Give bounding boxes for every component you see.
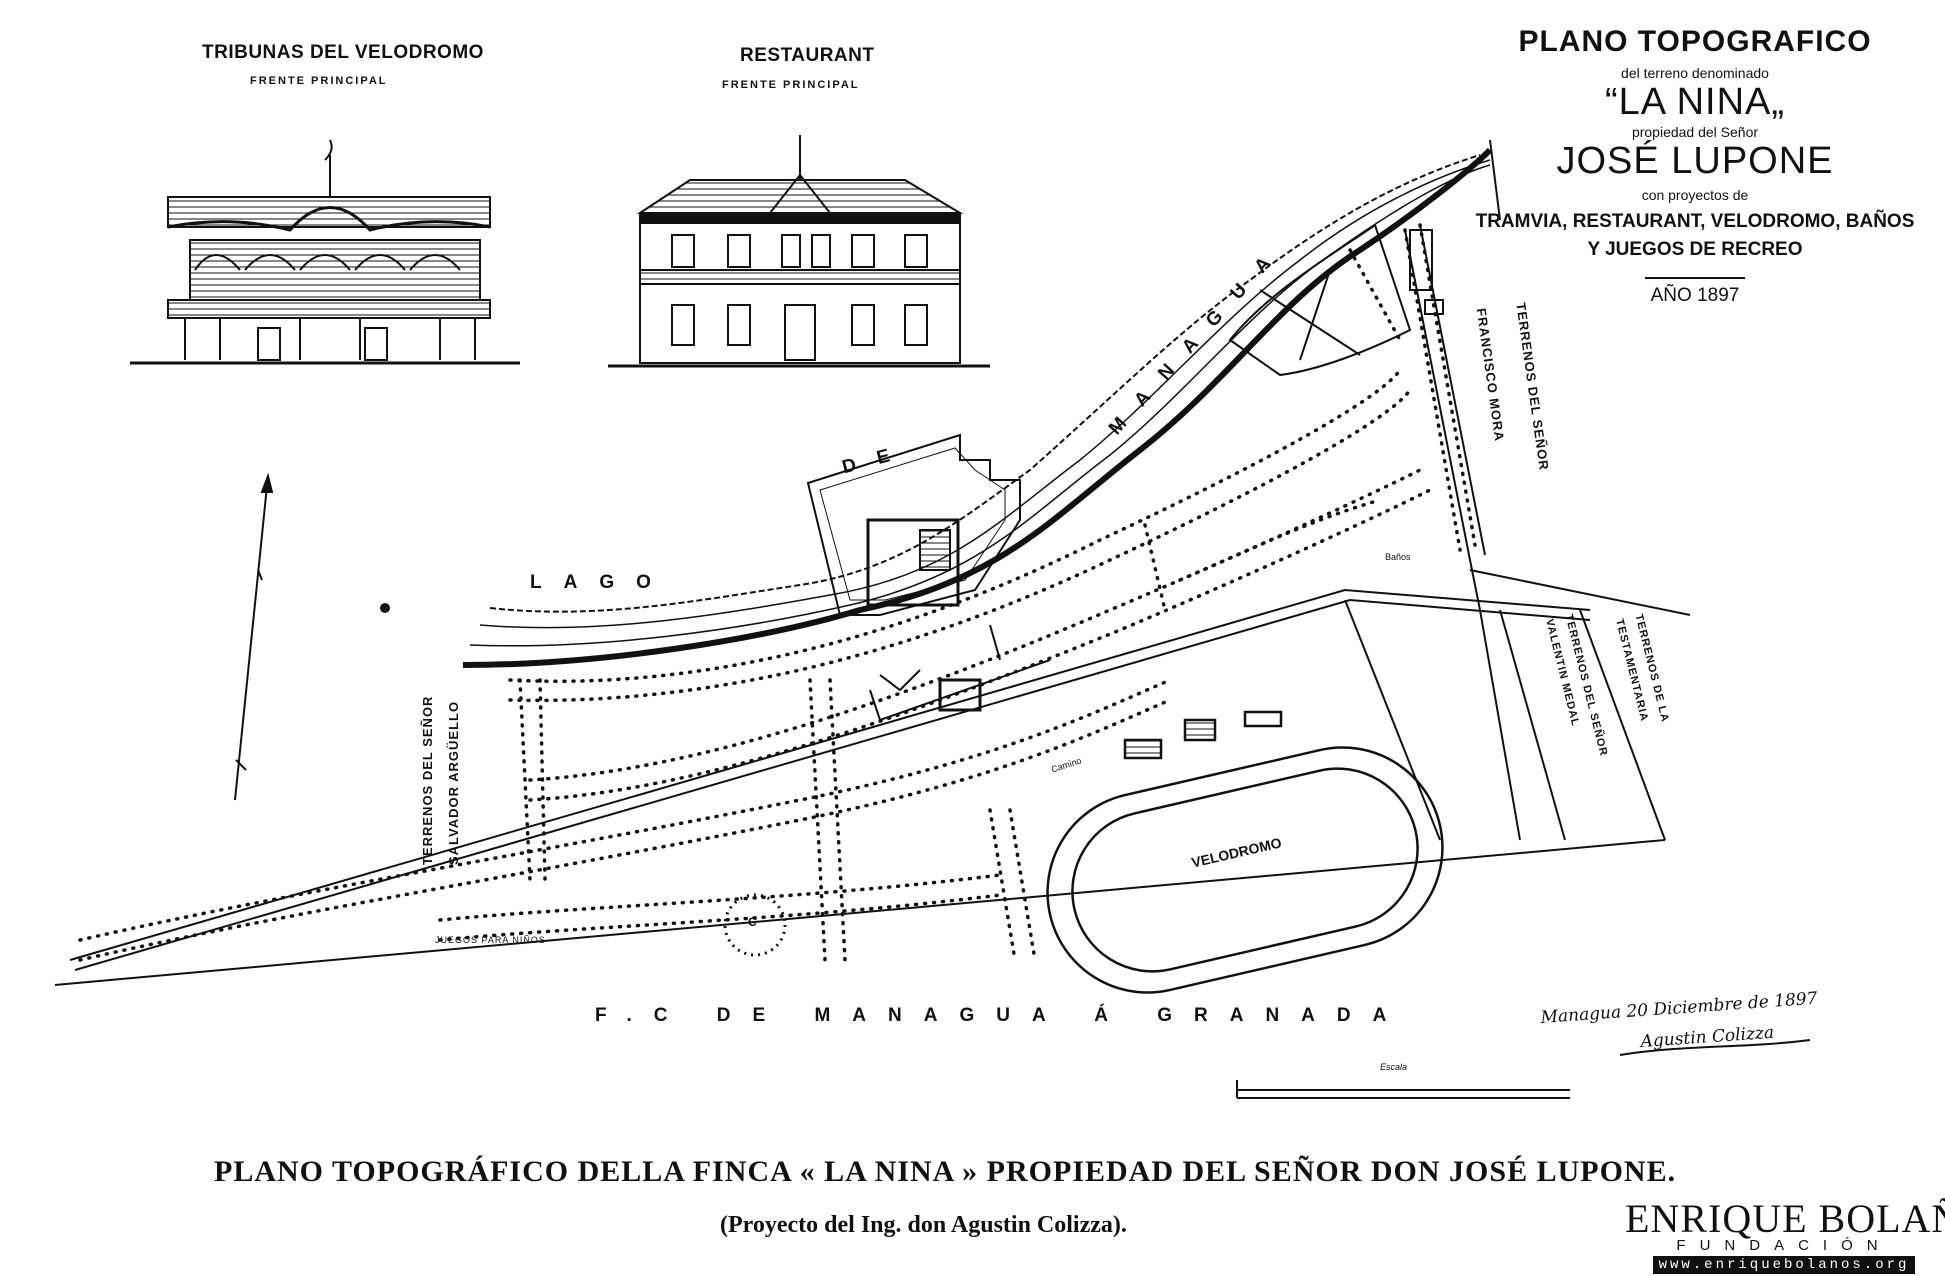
label-juegos: JUEGOS PARA NIÑOS: [435, 935, 546, 945]
caption-main: PLANO TOPOGRÁFICO DELLA FINCA « LA NINA …: [214, 1155, 1677, 1188]
tribunas-elevation-drawing: [130, 139, 520, 365]
title-line8: Y JUEGOS DE RECREO: [1587, 239, 1803, 260]
title-line6: con proyectos de: [1641, 187, 1749, 203]
label-railway: F.C DE MANAGUA Á GRANADA: [595, 1005, 1409, 1026]
restaurant-elevation-drawing: [608, 135, 990, 368]
title-divider: [1645, 277, 1745, 279]
scale-bar: [1236, 1039, 1811, 1099]
north-arrow-icon: [234, 472, 390, 801]
title-line5: JOSÉ LUPONE: [1556, 140, 1834, 182]
title-line3: “LA NINA„: [1604, 81, 1786, 123]
title-line7: TRAMVIA, RESTAURANT, VELODROMO, BAÑOS: [1475, 211, 1915, 232]
title-block: PLANO TOPOGRAFICO del terreno denominado…: [1460, 25, 1930, 307]
tribunas-title: TRIBUNAS DEL VELODROMO: [202, 42, 484, 63]
label-escala: Escala: [1380, 1062, 1408, 1072]
title-line2: del terreno denominado: [1621, 65, 1769, 81]
restaurant-title: RESTAURANT: [740, 45, 875, 66]
velodrome-track: [1046, 710, 1444, 994]
roads-and-boundaries: [54, 139, 1691, 986]
title-line4: propiedad del Señor: [1631, 124, 1759, 140]
label-circle-c: C: [748, 915, 757, 929]
title-line9: AÑO 1897: [1650, 285, 1740, 306]
title-line1: PLANO TOPOGRAFICO: [1518, 25, 1872, 58]
tree-lined-avenues: [78, 223, 1477, 962]
label-banos: Baños: [1385, 552, 1411, 562]
logo-sub: FUNDACIÓN: [1676, 1237, 1892, 1254]
label-terrenos-salvador: TERRENOS DEL SEÑOR SALVADOR ARGÜELLO: [420, 695, 461, 865]
garden-kiosks: [723, 624, 1051, 957]
logo-name: ENRIQUE BOLAÑOS: [1625, 1196, 1945, 1241]
tribunas-subtitle: FRENTE PRINCIPAL: [250, 75, 388, 87]
restaurant-plan: [806, 433, 1021, 616]
label-lago: LAGO: [530, 572, 673, 593]
foundation-logo: ENRIQUE BOLAÑOS FUNDACIÓN www.enriquebol…: [1625, 1196, 1945, 1274]
logo-url[interactable]: www.enriquebolanos.org: [1652, 1256, 1916, 1274]
caption-sub: (Proyecto del Ing. don Agustin Colizza).: [720, 1212, 1127, 1238]
restaurant-subtitle: FRENTE PRINCIPAL: [722, 79, 860, 91]
